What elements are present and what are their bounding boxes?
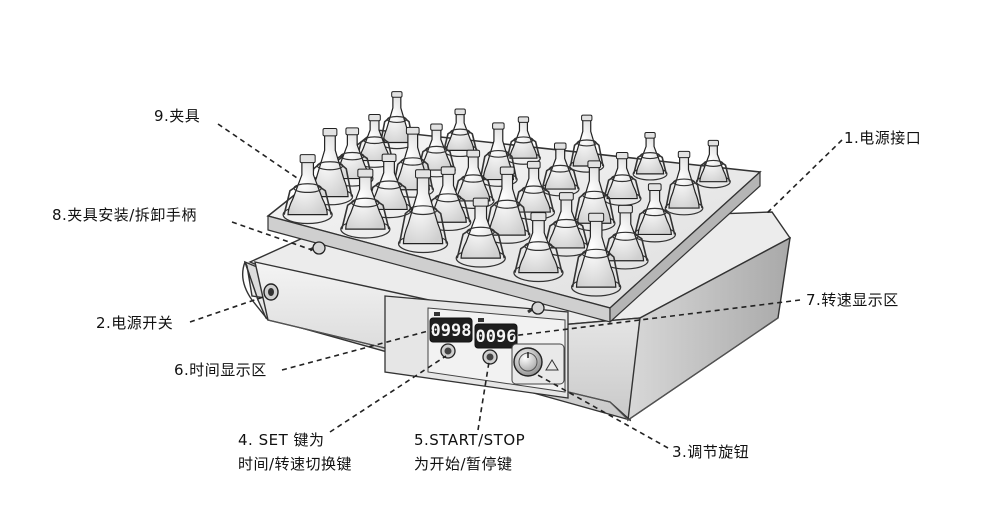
flask-28 xyxy=(602,204,649,270)
clamp-handle-right[interactable] xyxy=(527,301,545,315)
flask-22 xyxy=(340,168,391,239)
time-display: 0998 xyxy=(429,317,473,343)
flask-7 xyxy=(632,132,668,181)
flask-16 xyxy=(664,150,704,216)
leader-clamp xyxy=(217,123,301,181)
start-stop-button[interactable] xyxy=(482,349,498,365)
callout-lines xyxy=(189,123,843,449)
leader-power-switch xyxy=(189,295,267,323)
set-button[interactable] xyxy=(440,343,456,359)
time-display-value: 0998 xyxy=(431,321,472,341)
speed-display: 0096 xyxy=(474,323,518,349)
leader-time-display xyxy=(281,329,433,371)
control-panel: 0998 0096 xyxy=(384,295,569,399)
label-power-socket: 1.电源接口 xyxy=(844,129,922,147)
label-clamp: 9.夹具 xyxy=(154,107,201,125)
flask-2 xyxy=(442,108,478,158)
flask-10 xyxy=(695,139,731,189)
leader-power-socket xyxy=(765,139,843,215)
flask-23 xyxy=(633,183,677,243)
speed-display-value: 0096 xyxy=(476,327,517,347)
flask-5 xyxy=(569,114,605,173)
label-set-key: 4. SET 键为 时间/转速切换键 xyxy=(238,431,353,473)
leader-start-stop xyxy=(477,361,490,431)
power-switch[interactable] xyxy=(263,283,279,301)
flask-6 xyxy=(417,123,456,178)
flask-17 xyxy=(365,153,413,219)
flask-15 xyxy=(451,149,495,209)
leader-speed-display xyxy=(511,299,801,337)
flask-19 xyxy=(282,154,333,225)
flask-3 xyxy=(505,116,541,165)
flask-18 xyxy=(512,160,556,221)
adjustment-knob[interactable] xyxy=(511,343,565,385)
flask-27 xyxy=(455,197,506,268)
flask-30 xyxy=(571,212,622,297)
flask-25 xyxy=(397,169,449,254)
flask-14 xyxy=(602,152,642,206)
flask-13 xyxy=(306,127,354,206)
label-power-switch: 2.电源开关 xyxy=(96,314,174,332)
leader-knob xyxy=(535,373,669,449)
label-speed-display: 7.转速显示区 xyxy=(806,291,899,309)
flask-20 xyxy=(424,166,472,232)
clamp-handle-left[interactable] xyxy=(309,241,326,255)
label-knob: 3.调节旋钮 xyxy=(672,443,750,461)
label-start-stop: 5.START/STOP 为开始/暂停键 xyxy=(414,431,526,473)
label-time-display: 6.时间显示区 xyxy=(174,361,267,379)
flask-clamp-array xyxy=(282,91,731,297)
flask-1 xyxy=(379,91,415,150)
label-clamp-handle: 8.夹具安装/拆卸手柄 xyxy=(52,206,197,224)
flask-29 xyxy=(513,212,564,283)
